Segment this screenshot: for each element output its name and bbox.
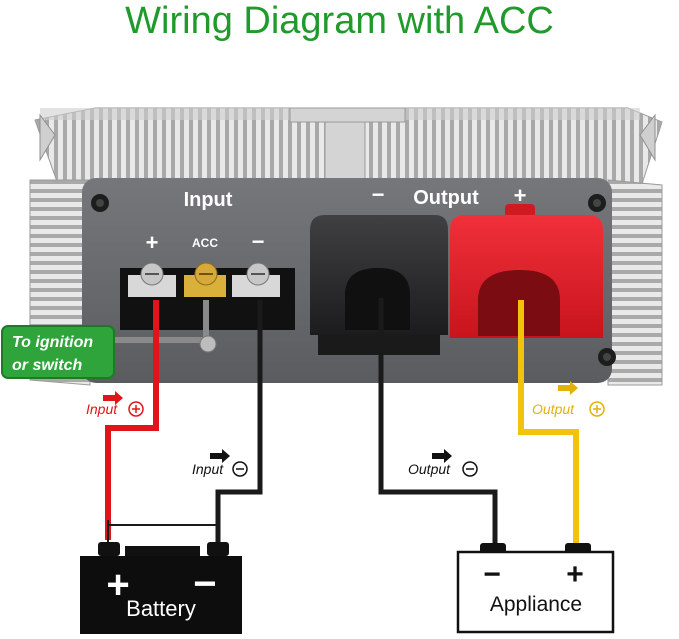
output-plus-label: + — [514, 183, 527, 208]
output-minus-label: − — [372, 182, 385, 207]
svg-text:Input: Input — [192, 461, 224, 477]
wire-output-negative — [378, 298, 498, 548]
plus-circle-icon — [589, 401, 605, 417]
input-terminal-block — [120, 262, 295, 330]
wire-label-output-positive: Output — [532, 381, 605, 417]
wire-label-input-positive: Input — [86, 391, 144, 417]
heatsink — [29, 107, 663, 386]
wire-label-output-negative: Output — [408, 449, 478, 477]
wire-label-input-negative: Input — [192, 449, 248, 477]
svg-text:Output: Output — [408, 461, 451, 477]
ignition-label-line1: To ignition — [12, 334, 93, 351]
output-positive-cap — [450, 204, 603, 338]
battery-icon: + − Battery — [80, 542, 242, 634]
appliance-icon: − + Appliance — [456, 543, 615, 634]
appliance-plus-label: + — [566, 558, 584, 591]
wire-output-positive — [518, 300, 579, 548]
minus-circle-icon — [232, 461, 248, 477]
appliance-label: Appliance — [490, 593, 582, 616]
arrow-right-icon — [210, 449, 230, 463]
ignition-label-box: To ignition or switch — [1, 325, 115, 379]
wire-input-negative — [215, 300, 263, 548]
ignition-label-line2: or switch — [12, 357, 82, 374]
battery-label: Battery — [126, 596, 196, 621]
plus-circle-icon — [128, 401, 144, 417]
arrow-right-icon — [432, 449, 452, 463]
input-plus-label: + — [146, 230, 159, 255]
arrow-right-icon — [103, 391, 123, 405]
wires — [105, 298, 579, 548]
minus-circle-icon — [462, 461, 478, 477]
output-header-label: Output — [413, 187, 479, 209]
svg-text:Input: Input — [86, 401, 118, 417]
battery-minus-label: − — [193, 562, 216, 606]
arrow-right-icon — [558, 381, 578, 395]
diagram-title: Wiring Diagram with ACC — [125, 0, 554, 42]
appliance-minus-label: − — [483, 558, 501, 591]
input-header-label: Input — [184, 189, 233, 211]
acc-label: ACC — [192, 236, 218, 250]
wire-input-positive — [105, 300, 159, 540]
input-minus-label: − — [252, 229, 265, 254]
battery-plus-label: + — [106, 563, 129, 607]
svg-text:Output: Output — [532, 401, 575, 417]
